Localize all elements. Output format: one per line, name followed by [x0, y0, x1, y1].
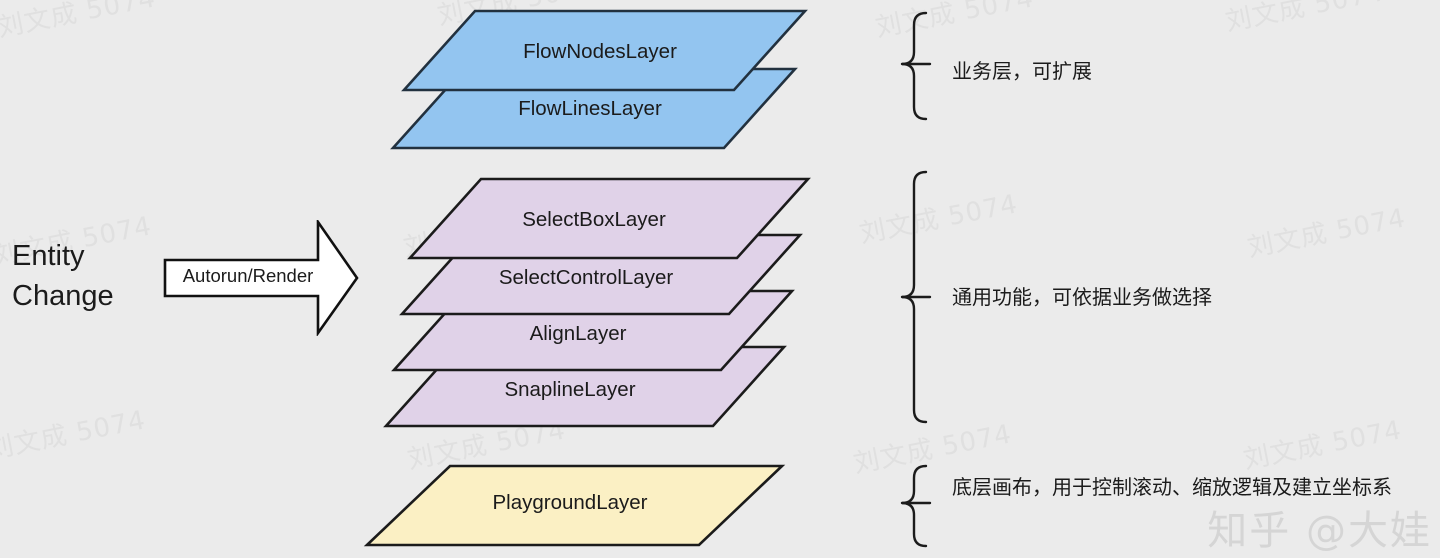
brace-business-icon	[901, 11, 928, 121]
annotation-business: 业务层，可扩展	[952, 61, 1092, 83]
arrow-shape-icon	[163, 220, 359, 336]
annotation-canvas: 底层画布，用于控制滚动、缩放逻辑及建立坐标系	[952, 477, 1392, 499]
entity-change-line-2: Change	[12, 280, 114, 312]
entity-change-line-1: Entity	[12, 240, 85, 272]
entity-change-label: Entity Change	[12, 236, 162, 316]
brace-canvas-icon	[901, 464, 928, 548]
annotation-common: 通用功能，可依据业务做选择	[952, 287, 1212, 309]
